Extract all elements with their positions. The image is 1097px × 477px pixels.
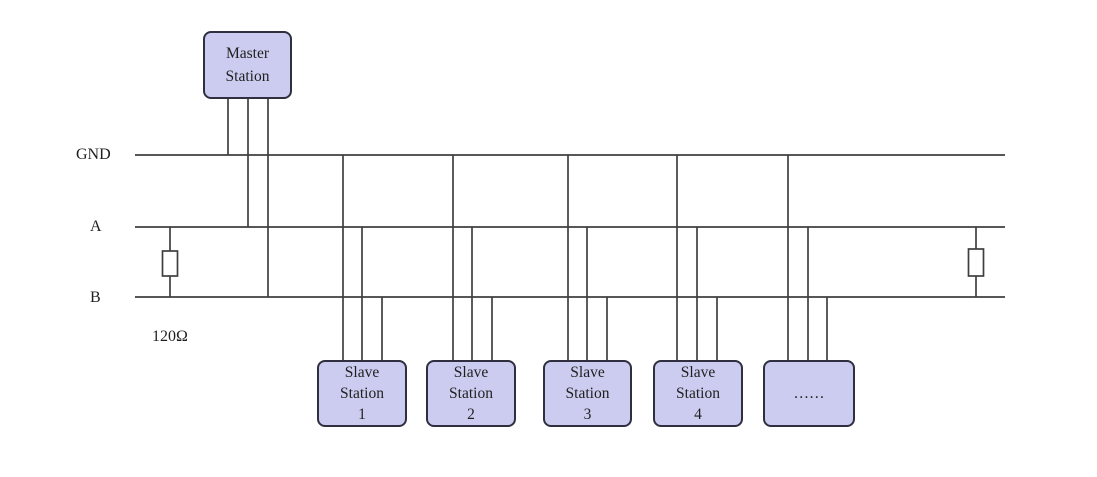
master-station-label-line2: Station bbox=[225, 68, 270, 85]
slave-3-label-line1: Slave bbox=[570, 364, 605, 381]
slave-4-label-line1: Slave bbox=[680, 364, 716, 381]
bus-label-gnd: GND bbox=[76, 146, 111, 163]
slave-more-ellipsis-label: …… bbox=[793, 385, 825, 402]
slave-4-label-line2: Station bbox=[676, 385, 720, 402]
master-station-taps bbox=[227, 99, 269, 297]
slave-3-label-line3: 3 bbox=[583, 406, 592, 423]
bus-label-a: A bbox=[90, 218, 102, 235]
slave-1-label-line3: 1 bbox=[358, 406, 366, 423]
slave-1-label-line1: Slave bbox=[344, 364, 380, 381]
slave-3-taps bbox=[567, 155, 608, 360]
slave-station-more-box: …… bbox=[763, 360, 855, 427]
master-station-label-line1: Master bbox=[225, 45, 270, 62]
slave-station-1-box: Slave Station 1 bbox=[317, 360, 407, 427]
termination-right-body bbox=[967, 248, 985, 277]
slave-station-2-box: Slave Station 2 bbox=[426, 360, 516, 427]
slave-4-taps bbox=[676, 155, 718, 360]
termination-resistor-left bbox=[161, 227, 179, 297]
slave-1-label-line2: Station bbox=[340, 385, 384, 402]
slave-2-label-line2: Station bbox=[449, 385, 493, 402]
slave-3-label-line2: Station bbox=[565, 385, 610, 402]
slave-2-label-line1: Slave bbox=[453, 364, 489, 381]
bus-label-b: B bbox=[90, 289, 101, 306]
slave-station-4-box: Slave Station 4 bbox=[653, 360, 743, 427]
termination-left-body bbox=[161, 250, 179, 277]
slave-2-label-line3: 2 bbox=[467, 406, 475, 423]
master-station-box: Master Station bbox=[203, 31, 292, 99]
slave-4-label-line3: 4 bbox=[694, 406, 702, 423]
slave-2-taps bbox=[452, 155, 493, 360]
slave-1-taps bbox=[342, 155, 383, 360]
slave-station-3-box: Slave Station 3 bbox=[543, 360, 632, 427]
termination-resistor-right bbox=[967, 227, 985, 297]
termination-resistance-label: 120Ω bbox=[152, 328, 188, 345]
slave-more-taps bbox=[787, 155, 828, 360]
